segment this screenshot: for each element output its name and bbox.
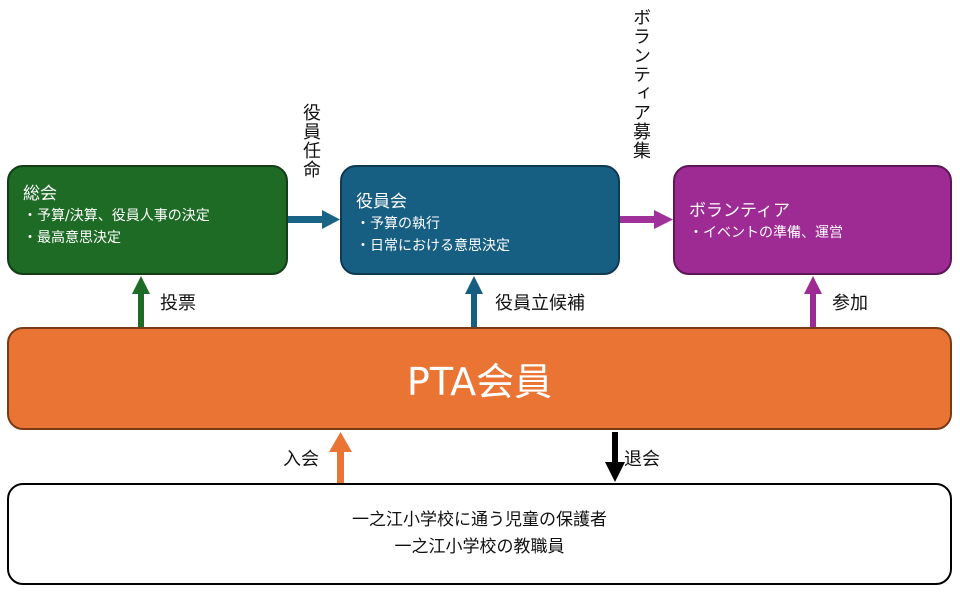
node-item: ・最高意思決定 bbox=[23, 230, 121, 246]
edge-label-join: 入会 bbox=[283, 449, 319, 470]
edge-label-leave: 退会 bbox=[624, 449, 660, 470]
arrow-leave bbox=[605, 432, 625, 482]
arrow-candidacy bbox=[465, 276, 483, 327]
arrow-participate bbox=[804, 276, 822, 327]
arrow-vote bbox=[132, 276, 150, 327]
node-line: 一之江小学校の教職員 bbox=[394, 537, 565, 557]
node-pta-members: PTA会員 bbox=[7, 327, 952, 430]
edge-label-appoint: 役員任命 bbox=[300, 103, 321, 179]
arrow-recruit bbox=[620, 210, 673, 229]
node-soukai: 総会 ・予算/決算、役員人事の決定 ・最高意思決定 bbox=[7, 165, 288, 275]
edge-label-participate: 参加 bbox=[832, 293, 868, 314]
node-item: ・イベントの準備、運営 bbox=[689, 225, 843, 241]
node-title: PTA会員 bbox=[406, 360, 553, 404]
node-item: ・予算の執行 bbox=[356, 216, 440, 232]
edge-label-recruit: ボランティア募集 bbox=[630, 8, 651, 160]
node-item: ・日常における意思決定 bbox=[356, 238, 510, 254]
node-eligible-members: 一之江小学校に通う児童の保護者 一之江小学校の教職員 bbox=[7, 483, 952, 585]
node-title: ボランティア bbox=[689, 201, 790, 221]
node-line: 一之江小学校に通う児童の保護者 bbox=[352, 510, 607, 530]
edge-label-vote: 投票 bbox=[160, 293, 196, 314]
arrow-appoint bbox=[288, 210, 340, 229]
node-yakuinkai: 役員会 ・予算の執行 ・日常における意思決定 bbox=[340, 165, 620, 275]
node-title: 総会 bbox=[23, 184, 57, 204]
edge-label-candidacy: 役員立候補 bbox=[495, 293, 585, 314]
arrow-join bbox=[329, 432, 352, 483]
node-title: 役員会 bbox=[356, 192, 407, 212]
node-item: ・予算/決算、役員人事の決定 bbox=[23, 208, 210, 224]
node-volunteer: ボランティア ・イベントの準備、運営 bbox=[673, 165, 952, 275]
